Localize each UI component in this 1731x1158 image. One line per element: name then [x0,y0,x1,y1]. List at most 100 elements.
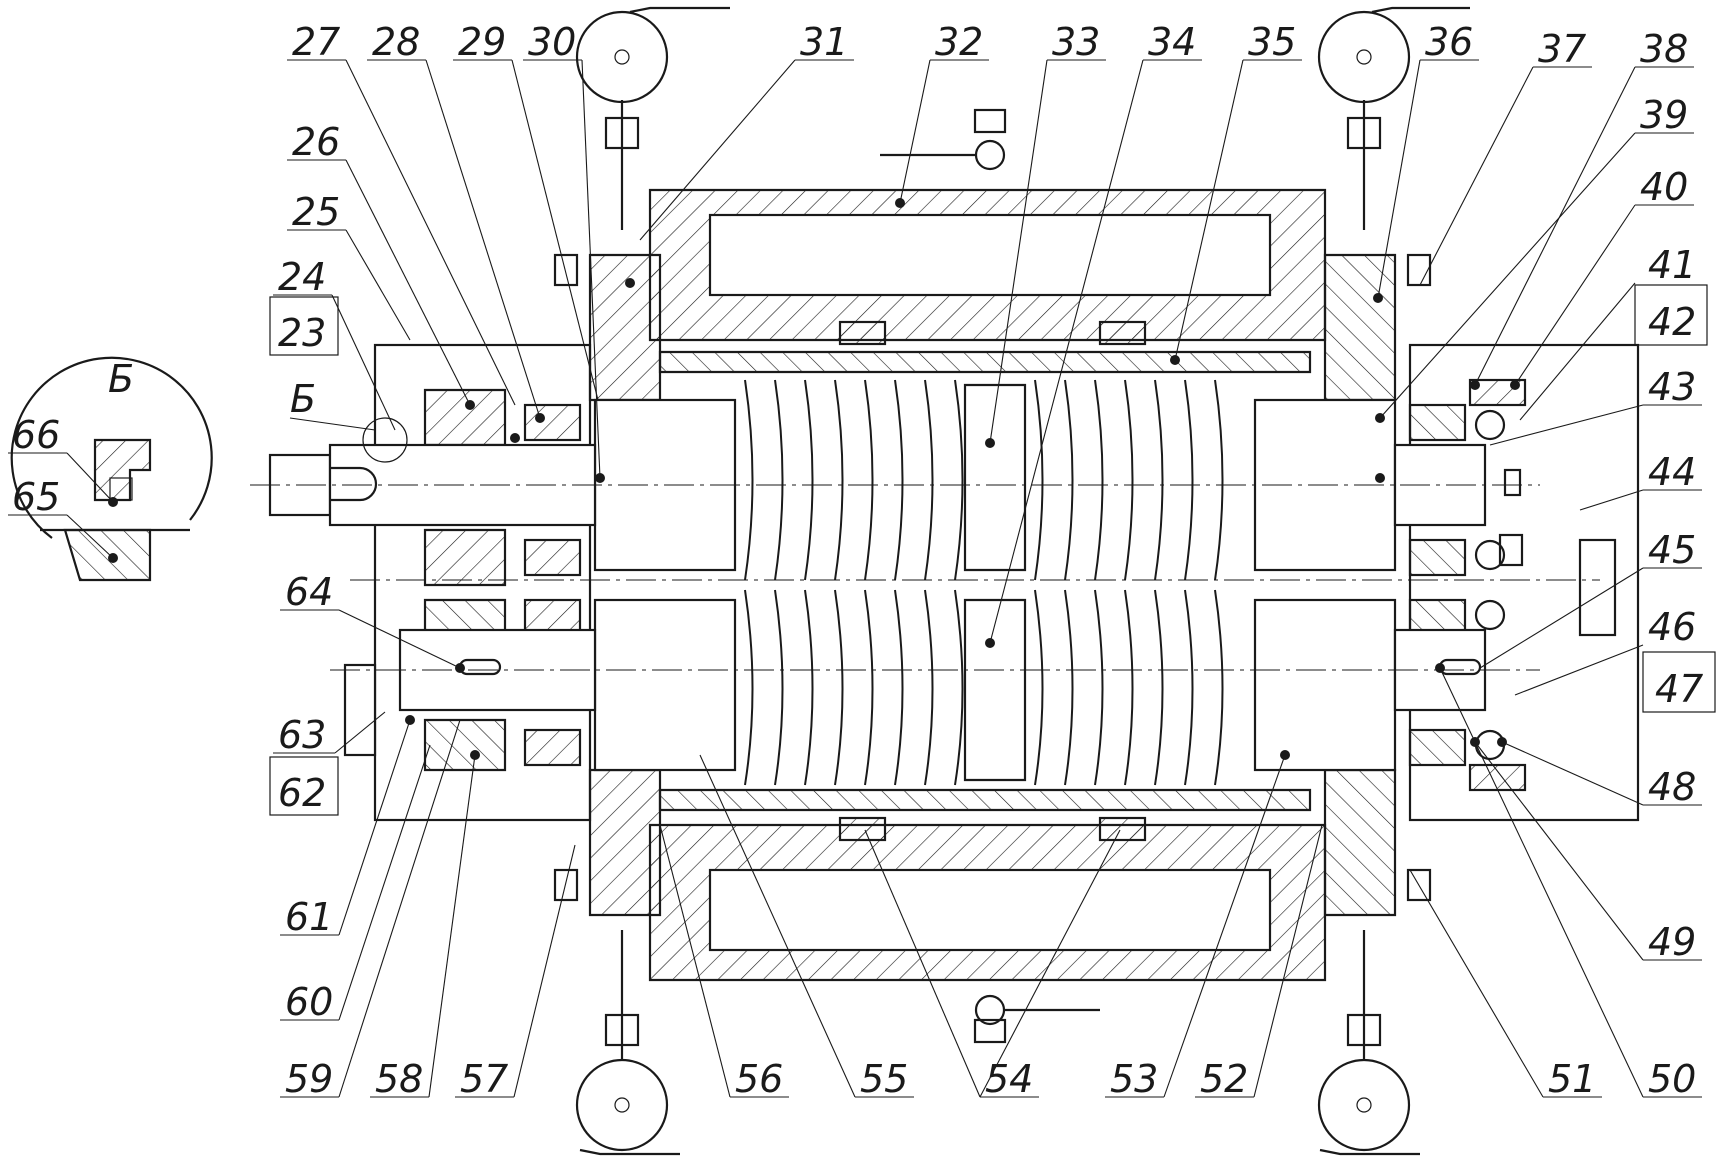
left-flange-bottom [588,768,662,917]
svg-text:43: 43 [1648,365,1696,409]
label-34: 34 [989,20,1202,644]
label-33: 33 [989,20,1106,444]
right-flange-top [1323,253,1397,402]
label-40: 40 [1514,165,1694,386]
label-43: 43 [1489,365,1702,446]
label-66: 66 [8,413,114,503]
svg-text:49: 49 [1648,920,1696,964]
svg-text:35: 35 [1248,20,1296,64]
label-48: 48 [1501,741,1702,809]
label-37: 37 [1419,27,1592,286]
svg-text:54: 54 [985,1057,1033,1101]
svg-text:51: 51 [1548,1057,1596,1101]
svg-text:34: 34 [1148,20,1196,64]
callout-letter: Б [290,377,316,421]
label-61: 61 [280,719,411,939]
svg-text:50: 50 [1648,1057,1696,1101]
svg-text:39: 39 [1640,93,1688,137]
label-46: 46 [1514,605,1696,696]
label-31: 31 [639,20,854,241]
label-24: 24 [273,255,396,431]
svg-text:57: 57 [460,1057,508,1101]
svg-text:46: 46 [1648,605,1696,649]
svg-text:27: 27 [292,20,340,64]
svg-text:64: 64 [285,570,333,614]
svg-text:55: 55 [860,1057,908,1101]
detail-view-b: Б [10,356,213,582]
svg-text:61: 61 [285,895,333,939]
left-bearing-block-lower [593,598,737,772]
svg-text:40: 40 [1640,165,1688,209]
svg-text:32: 32 [935,20,983,64]
left-flange-top [588,253,662,402]
svg-text:48: 48 [1648,765,1696,809]
wheel-top-right [1317,6,1470,230]
svg-text:53: 53 [1110,1057,1158,1101]
label-63: 63 [273,711,386,757]
svg-text:56: 56 [735,1057,783,1101]
svg-text:25: 25 [292,190,340,234]
svg-text:58: 58 [375,1057,423,1101]
label-47: 47 [1642,651,1716,713]
label-59: 59 [280,719,461,1101]
svg-text:28: 28 [372,20,420,64]
label-52: 52 [1195,824,1323,1101]
svg-text:37: 37 [1538,27,1586,71]
svg-text:26: 26 [292,120,340,164]
svg-text:59: 59 [285,1057,333,1101]
svg-text:62: 62 [278,771,326,815]
label-64: 64 [280,570,461,669]
label-53: 53 [1105,754,1286,1101]
label-30: 30 [523,20,601,479]
svg-text:45: 45 [1648,528,1696,572]
svg-text:52: 52 [1200,1057,1248,1101]
right-cover [1408,343,1640,822]
detail-view-letter: Б [108,357,134,401]
label-44: 44 [1579,450,1702,511]
label-42: 42 [1634,284,1708,346]
label-27: 27 [287,20,516,406]
label-39: 39 [1379,93,1694,419]
svg-text:24: 24 [278,255,326,299]
label-51: 51 [1409,869,1602,1101]
label-60: 60 [280,744,431,1024]
label-65: 65 [8,475,114,559]
wheel-bottom-left [575,930,680,1156]
screw-coils [744,379,1224,786]
label-62: 62 [269,756,339,816]
part-labels: 27 28 29 30 31 32 33 [8,20,1716,1101]
svg-text:36: 36 [1425,20,1473,64]
svg-text:65: 65 [12,475,60,519]
svg-text:42: 42 [1648,300,1696,344]
label-25: 25 [287,190,411,341]
wheel-top-left [575,6,730,230]
main-assembly: Б [250,6,1640,1156]
svg-text:23: 23 [278,311,326,355]
svg-text:29: 29 [458,20,506,64]
label-55: 55 [699,754,914,1101]
label-56: 56 [659,824,789,1101]
svg-text:33: 33 [1052,20,1100,64]
label-32: 32 [899,20,989,204]
label-36: 36 [1377,20,1479,299]
label-28: 28 [367,20,541,419]
right-flange-bottom [1323,768,1397,917]
svg-text:47: 47 [1655,667,1703,711]
label-35: 35 [1174,20,1302,361]
label-50: 50 [1439,667,1702,1101]
svg-text:44: 44 [1648,450,1696,494]
label-54: 54 [864,829,1121,1101]
label-49: 49 [1474,741,1702,964]
label-58: 58 [370,754,476,1101]
label-38: 38 [1474,27,1694,386]
label-45: 45 [1479,528,1702,669]
left-cover [373,343,592,822]
label-29: 29 [453,20,599,401]
right-bearing-block-lower [1253,598,1397,772]
svg-text:66: 66 [12,413,60,457]
svg-text:38: 38 [1640,27,1688,71]
svg-text:60: 60 [285,980,333,1024]
tube-top-wall [658,350,1312,374]
tube-bottom-wall [658,788,1312,812]
